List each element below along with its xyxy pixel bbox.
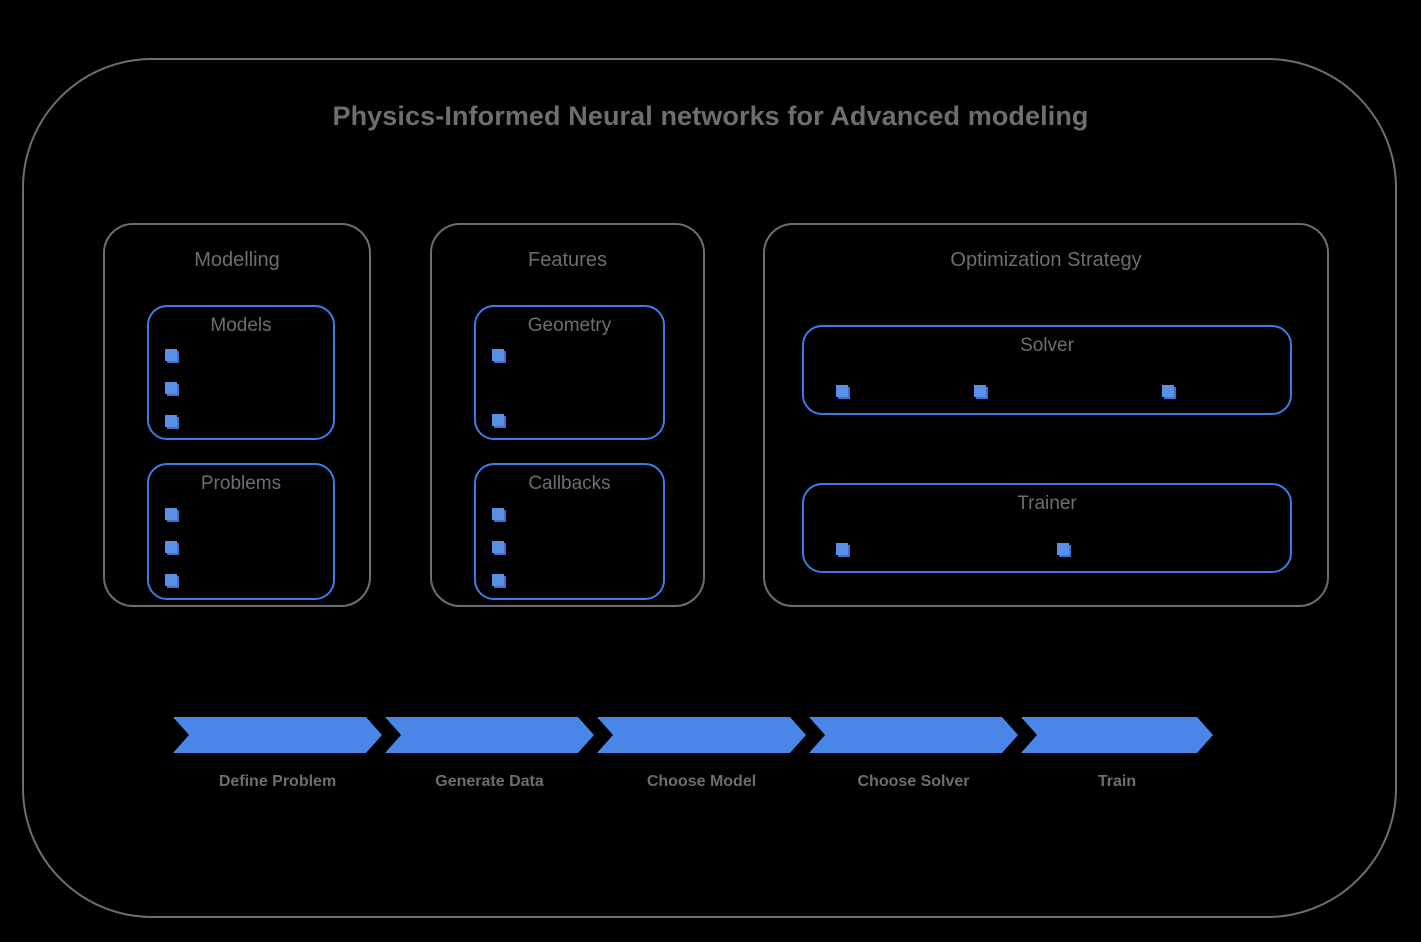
bullet-item	[1162, 385, 1174, 397]
bullet-item	[165, 382, 177, 394]
subgroup-callbacks[interactable]: Callbacks	[474, 463, 665, 600]
subgroup-solver[interactable]: Solver	[802, 325, 1292, 415]
bullet-item	[165, 415, 177, 427]
workflow-step-label-2: Generate Data	[435, 773, 544, 790]
subgroup-title-problems: Problems	[200, 473, 282, 494]
bullet-item	[492, 541, 504, 553]
group-modelling[interactable]: Modelling Models Problems	[103, 223, 371, 607]
bullet-item	[492, 508, 504, 520]
subgroup-title-geometry: Geometry	[527, 315, 612, 336]
subgroup-models[interactable]: Models	[147, 305, 335, 440]
subgroup-title-models: Models	[210, 315, 272, 336]
bullet-item	[836, 543, 848, 555]
workflow-step-arrow-5[interactable]	[1021, 717, 1213, 753]
bullet-item	[836, 385, 848, 397]
group-title-optimization-strategy: Optimization Strategy	[950, 249, 1142, 271]
workflow-step-label-5: Train	[1097, 773, 1137, 790]
outer-container-frame	[22, 58, 1397, 918]
bullet-item	[492, 574, 504, 586]
bullet-item	[1057, 543, 1069, 555]
workflow-arrow-strip	[173, 717, 1213, 753]
bullet-item	[165, 508, 177, 520]
subgroup-title-trainer: Trainer	[1017, 493, 1077, 514]
group-features[interactable]: Features Geometry Callbacks	[430, 223, 705, 607]
bullet-item	[165, 574, 177, 586]
workflow-step-arrow-3[interactable]	[597, 717, 806, 753]
subgroup-problems[interactable]: Problems	[147, 463, 335, 600]
bullet-item	[165, 349, 177, 361]
group-title-modelling: Modelling	[194, 249, 280, 271]
subgroup-trainer[interactable]: Trainer	[802, 483, 1292, 573]
workflow-step-arrow-2[interactable]	[385, 717, 594, 753]
workflow-step-label-1: Define Problem	[218, 773, 337, 790]
bullet-item	[974, 385, 986, 397]
bullet-item	[165, 541, 177, 553]
workflow-step-arrow-4[interactable]	[809, 717, 1018, 753]
subgroup-geometry[interactable]: Geometry	[474, 305, 665, 440]
subgroup-title-solver: Solver	[1020, 335, 1074, 356]
page-title: Physics-Informed Neural networks for Adv…	[332, 101, 1089, 131]
bullet-item	[492, 349, 504, 361]
subgroup-title-callbacks: Callbacks	[528, 473, 611, 494]
bullet-item	[492, 414, 504, 426]
group-optimization-strategy[interactable]: Optimization Strategy Solver Trainer	[763, 223, 1329, 607]
workflow-step-label-3: Choose Model	[646, 773, 757, 790]
group-title-features: Features	[528, 249, 607, 271]
workflow-step-label-4: Choose Solver	[857, 773, 970, 790]
workflow-step-arrow-1[interactable]	[173, 717, 382, 753]
